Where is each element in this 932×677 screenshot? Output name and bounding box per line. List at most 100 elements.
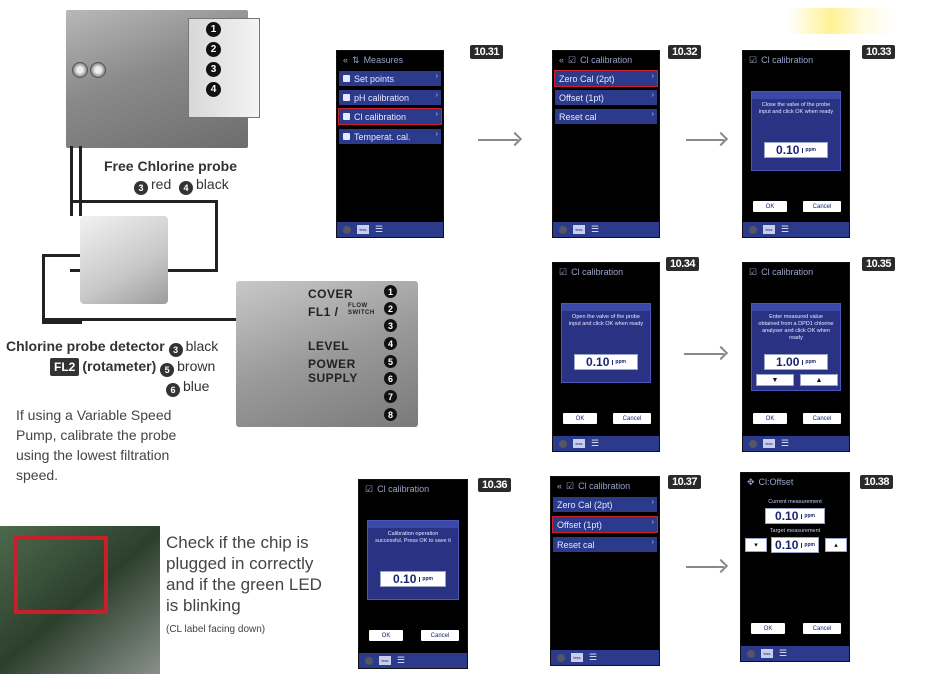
wire-number-badge: 4 — [179, 181, 194, 195]
note-line: plugged in correctly — [166, 554, 314, 573]
menu-item-reset-cal[interactable]: Reset cal› — [553, 537, 657, 552]
menu-item-label: Zero Cal (2pt) — [559, 73, 615, 84]
ok-button[interactable]: OK — [563, 413, 597, 424]
less-button[interactable]: less — [357, 225, 369, 234]
menu-item-cl-calibration[interactable]: Cl calibration› — [338, 108, 442, 125]
cancel-button[interactable]: Cancel — [803, 201, 841, 212]
increment-button[interactable]: ▴ — [825, 538, 847, 552]
list-icon[interactable]: ☰ — [397, 655, 406, 665]
screen-title-text: Cl:Offset — [758, 477, 794, 487]
value-text: 1.00 — [776, 355, 800, 369]
chlorine-detector-photo — [80, 216, 168, 304]
ok-button[interactable]: OK — [753, 201, 787, 212]
less-button[interactable]: less — [763, 225, 775, 234]
terminal-number: 3 — [206, 62, 221, 77]
arrow-right-icon — [686, 139, 724, 141]
chevron-right-icon: › — [651, 92, 654, 99]
arrow-up-icon: ▲ — [815, 376, 823, 384]
value-text: 0.10 — [776, 143, 800, 157]
wire-color: black — [196, 176, 229, 192]
ok-button[interactable]: OK — [753, 413, 787, 424]
target-measurement-label: Target measurement — [769, 528, 821, 534]
step-badge: 10.36 — [478, 478, 512, 492]
decrement-button[interactable]: ▾ — [745, 538, 767, 552]
list-icon[interactable]: ☰ — [589, 652, 598, 662]
back-icon[interactable]: « — [343, 55, 349, 65]
cancel-button[interactable]: Cancel — [421, 630, 459, 641]
wire-number-badge: 3 — [134, 181, 148, 195]
step-badge: 10.37 — [668, 475, 702, 489]
cancel-label: Cancel — [812, 203, 832, 210]
menu-item-offset[interactable]: Offset (1pt)› — [555, 90, 657, 105]
list-icon[interactable]: ☰ — [781, 438, 790, 448]
note-line: using the lowest filtration — [16, 447, 170, 463]
back-icon[interactable]: « — [559, 55, 565, 65]
variable-speed-note: If using a Variable Speed Pump, calibrat… — [16, 405, 176, 485]
list-icon[interactable]: ☰ — [375, 224, 384, 234]
menu-item-temperature-cal[interactable]: Temperat. cal.› — [339, 129, 441, 144]
terminal-number: 2 — [206, 42, 221, 57]
chip-note: Check if the chip is plugged in correctl… — [166, 532, 322, 616]
chevron-right-icon: › — [651, 539, 654, 546]
bottom-bar: less ☰ — [553, 222, 659, 237]
setpoints-icon — [343, 75, 350, 82]
dialog-header — [752, 304, 840, 311]
ok-button[interactable]: OK — [751, 623, 785, 634]
menu-item-offset[interactable]: Offset (1pt)› — [552, 516, 658, 533]
cl-icon — [343, 113, 350, 120]
menu-item-zero-cal[interactable]: Zero Cal (2pt)› — [553, 497, 657, 512]
list-icon[interactable]: ☰ — [781, 224, 790, 234]
increment-button[interactable]: ▲ — [800, 374, 838, 386]
cl-icon: ☑ — [559, 266, 568, 277]
menu-item-reset-cal[interactable]: Reset cal› — [555, 109, 657, 124]
unit-label: ppm — [419, 576, 433, 582]
less-button[interactable]: less — [573, 225, 585, 234]
chip-sub-note: (CL label facing down) — [166, 624, 266, 635]
less-button[interactable]: less — [763, 439, 775, 448]
highlight-decoration — [788, 8, 896, 34]
ok-label: OK — [765, 203, 775, 210]
list-icon[interactable]: ☰ — [779, 648, 788, 658]
cancel-button[interactable]: Cancel — [613, 413, 651, 424]
step-badge: 10.32 — [668, 45, 702, 59]
menu-item-zero-cal[interactable]: Zero Cal (2pt)› — [554, 70, 658, 87]
cl-icon: ☑ — [365, 483, 374, 494]
less-button[interactable]: less — [761, 649, 773, 658]
menu-item-label: Zero Cal (2pt) — [557, 499, 613, 510]
list-icon[interactable]: ☰ — [591, 438, 600, 448]
cancel-button[interactable]: Cancel — [803, 413, 841, 424]
arrow-right-icon — [684, 353, 724, 355]
less-button[interactable]: less — [379, 656, 391, 665]
dialog: Close the valve of the probe input and c… — [751, 91, 841, 171]
back-icon[interactable]: « — [557, 481, 563, 491]
decrement-button[interactable]: ▼ — [756, 374, 794, 386]
board-number: 6 — [384, 372, 397, 385]
menu-item-ph-calibration[interactable]: pH calibration› — [339, 90, 441, 105]
less-button[interactable]: less — [571, 653, 583, 662]
fl2-badge: FL2 — [50, 358, 80, 376]
bottom-bar: less ☰ — [743, 436, 849, 451]
arrow-up-icon: ▴ — [834, 542, 838, 549]
status-dot-icon — [559, 439, 567, 448]
cancel-button[interactable]: Cancel — [803, 623, 841, 634]
screen-cl-calibration-menu: «☑Cl calibration Zero Cal (2pt)› Offset … — [552, 50, 660, 238]
screen-close-valve: ☑Cl calibration Close the valve of the p… — [742, 50, 850, 238]
value-text: 0.10 — [393, 572, 417, 586]
screen-title-text: Cl calibration — [571, 267, 624, 277]
screen-title-text: Cl calibration — [761, 267, 814, 277]
menu-item-label: Set points — [354, 73, 395, 84]
dialog-message: Close the valve of the probe input and c… — [758, 102, 834, 115]
menu-item-set-points[interactable]: Set points› — [339, 71, 441, 86]
ok-button[interactable]: OK — [369, 630, 403, 641]
dialog-header — [752, 92, 840, 99]
list-icon[interactable]: ☰ — [591, 224, 600, 234]
wire-color: brown — [177, 358, 216, 374]
arrow-down-icon: ▾ — [754, 542, 758, 549]
status-dot-icon — [749, 439, 757, 448]
control-board-photo: COVER FL1 / FLOW SWITCH LEVEL POWER SUPP… — [236, 281, 418, 427]
less-button[interactable]: less — [573, 439, 585, 448]
cancel-label: Cancel — [622, 415, 642, 422]
wire-number-badge: 5 — [160, 363, 175, 377]
